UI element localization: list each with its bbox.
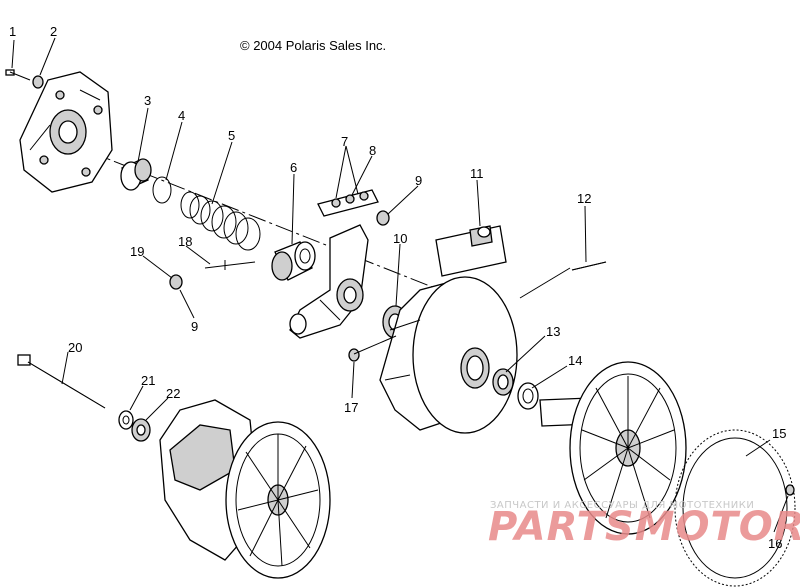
callout-2: 2 xyxy=(50,24,57,39)
part-9-bushing-upper xyxy=(376,210,390,226)
callout-20: 20 xyxy=(68,340,82,355)
callout-3: 3 xyxy=(144,93,151,108)
part-4-snap-ring xyxy=(152,176,172,204)
callout-12: 12 xyxy=(577,191,591,206)
callout-5: 5 xyxy=(228,128,235,143)
callout-6: 6 xyxy=(290,160,297,175)
part-15-ring-gear xyxy=(674,429,796,587)
watermark-tagline: ЗАПЧАСТИ И АКСЕССУАРЫ ДЛЯ МОТОТЕХНИКИ xyxy=(490,500,754,511)
callout-14: 14 xyxy=(568,353,582,368)
callout-8: 8 xyxy=(369,143,376,158)
callout-21: 21 xyxy=(141,373,155,388)
callout-1: 1 xyxy=(9,24,16,39)
part-13-washer xyxy=(492,368,514,396)
part-2-washer xyxy=(32,75,44,89)
callout-18: 18 xyxy=(178,234,192,249)
part-7-8-clip xyxy=(317,189,379,217)
part-22-nut xyxy=(131,418,151,442)
part-moveable-sheave xyxy=(379,276,518,434)
callout-16: 16 xyxy=(768,536,782,551)
part-16-screw xyxy=(785,484,795,496)
part-19-bushing xyxy=(169,274,183,290)
copyright-text: © 2004 Polaris Sales Inc. xyxy=(240,38,386,53)
callout-17: 17 xyxy=(344,400,358,415)
callout-13: 13 xyxy=(546,324,560,339)
callout-19: 19 xyxy=(130,244,144,259)
part-17-nut xyxy=(348,348,360,362)
part-20-long-bolt xyxy=(17,354,106,409)
callout-9-lower: 9 xyxy=(191,319,198,334)
part-cover-plate xyxy=(19,71,113,193)
part-11-plate xyxy=(435,225,507,277)
callout-22: 22 xyxy=(166,386,180,401)
part-6-roller xyxy=(271,241,316,281)
watermark-logo: PARTSMOTOR.RU xyxy=(488,504,800,550)
callout-9-upper: 9 xyxy=(415,173,422,188)
part-assembled-clutch xyxy=(159,399,331,579)
callout-7: 7 xyxy=(341,134,348,149)
axis-line xyxy=(59,139,441,291)
callout-11: 11 xyxy=(470,166,484,181)
part-1-bolt xyxy=(5,69,31,81)
callout-4: 4 xyxy=(178,108,185,123)
part-5-spring xyxy=(180,191,261,251)
part-18-pin xyxy=(204,260,256,270)
callout-15: 15 xyxy=(772,426,786,441)
part-21-washer xyxy=(118,410,134,430)
part-3-bushing xyxy=(120,158,152,191)
part-spider-arm xyxy=(289,224,369,339)
part-fixed-sheave xyxy=(539,361,687,535)
callout-10: 10 xyxy=(393,231,407,246)
part-12-stud xyxy=(571,261,607,271)
part-14-washer xyxy=(517,382,539,410)
leader-lines xyxy=(11,37,789,533)
